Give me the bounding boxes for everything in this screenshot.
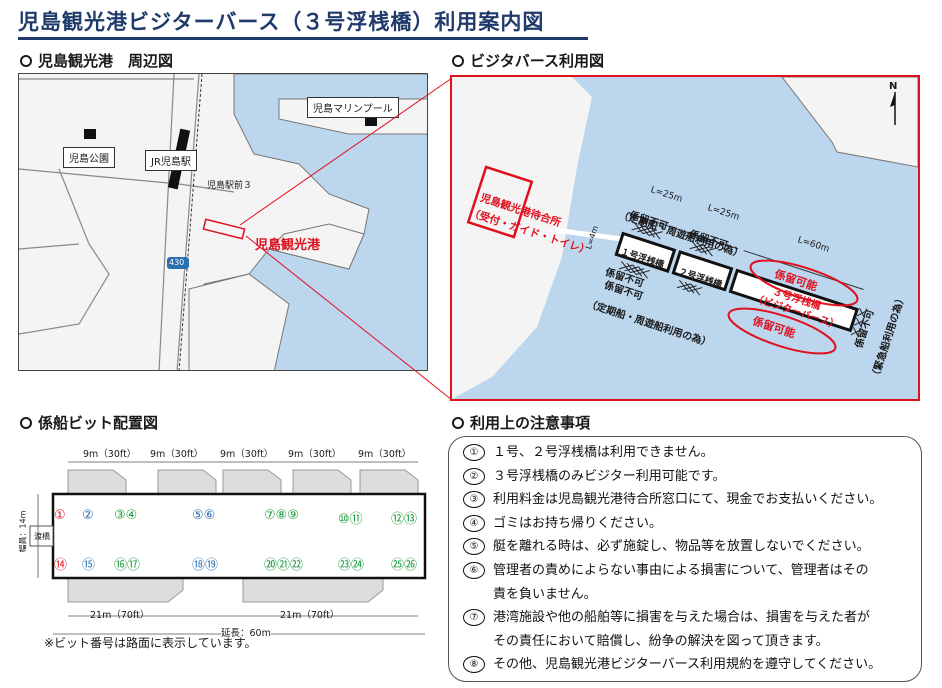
bitt-map: 9m（30ft） 9m（30ft） 9m（30ft） 9m（30ft） 9m（3… xyxy=(8,438,438,650)
note-number: ⑦ xyxy=(463,609,485,627)
notes-heading: 利用上の注意事項 xyxy=(452,412,590,433)
note-continuation: その責任において賠償し、紛争の解決を図って頂きます。 xyxy=(493,633,829,649)
berth-map-heading: ビジタバース利用図 xyxy=(452,50,604,71)
spacing-label: 9m（30ft） xyxy=(288,449,342,460)
circle-bullet-icon xyxy=(452,55,464,67)
north-indicator: N xyxy=(889,81,898,92)
bitt-number: ⑳㉑㉒ xyxy=(264,558,304,573)
berth-map: N 児島観光港待合所 （受付・ガイド・トイレ） L=25m L=25m L=60… xyxy=(450,75,920,401)
circle-bullet-icon xyxy=(20,55,32,67)
bitt-number: ㉕㉖ xyxy=(391,558,418,573)
total-length: 延長：60m xyxy=(221,625,271,639)
bitt-number: ⑯⑰ xyxy=(114,558,141,573)
route-430-sign: 430 xyxy=(169,258,185,267)
bitt-number: ⑩⑪ xyxy=(338,512,363,527)
note-item: ① １号、２号浮桟橋は利用できません。 xyxy=(463,441,921,465)
area-map-heading: 児島観光港 周辺図 xyxy=(20,50,173,71)
note-item: ② ３号浮桟橋のみビジター利用可能です。 xyxy=(463,465,921,489)
title-underline xyxy=(18,37,588,40)
note-number: ③ xyxy=(463,491,485,509)
berth-map-drawing xyxy=(452,77,918,399)
bitt-number: ② xyxy=(82,508,94,523)
bitt-number: ⑮ xyxy=(82,558,96,573)
note-number: ① xyxy=(463,444,485,461)
boat-length-right: 21m（70ft） xyxy=(280,610,340,621)
note-text: 港湾施設や他の船舶等に損害を与えた場合は、損害を与えた者が xyxy=(493,610,871,626)
area-map-drawing xyxy=(19,74,427,370)
note-text: その他、児島観光港ビジターバース利用規約を遵守してください。 xyxy=(493,657,882,673)
note-number: ⑤ xyxy=(463,538,485,556)
bitt-footnote: ※ビット番号は路面に表示しています。 xyxy=(44,636,257,650)
note-number: ④ xyxy=(463,514,485,532)
bitt-number: ① xyxy=(54,508,66,523)
note-text: ゴミはお持ち帰りください。 xyxy=(493,515,663,531)
note-number: ② xyxy=(463,467,485,485)
note-item: ⑥ 管理者の責めによらない事由による損害について、管理者はその xyxy=(463,559,921,583)
note-item: ③ 利用料金は児島観光港待合所窓口にて、現金でお支払いください。 xyxy=(463,488,921,512)
note-text: 艇を離れる時は、必ず施錠し、物品等を放置しないでください。 xyxy=(493,539,870,555)
bitt-number: ⑦⑧⑨ xyxy=(264,508,299,523)
note-text: 利用料金は児島観光港待合所窓口にて、現金でお支払いください。 xyxy=(493,492,883,508)
notes-heading-text: 利用上の注意事項 xyxy=(470,414,591,432)
note-text: ３号浮桟橋のみビジター利用可能です。 xyxy=(493,468,726,484)
notes-box: ① １号、２号浮桟橋は利用できません。 ② ３号浮桟橋のみビジター利用可能です。 ③… xyxy=(448,436,922,682)
bitt-number: ⑭ xyxy=(54,558,68,573)
kojima-marine-pool-label: 児島マリンプール xyxy=(307,97,399,118)
bitt-number: ⑤⑥ xyxy=(192,508,216,523)
bitt-number: ㉓㉔ xyxy=(338,558,365,573)
bitt-number: ③④ xyxy=(114,508,138,523)
bitt-map-heading-text: 係船ビット配置図 xyxy=(38,414,159,432)
kojima-park-label: 児島公園 xyxy=(63,147,115,168)
bitt-map-drawing xyxy=(29,461,427,635)
page-title: 児島観光港ビジターバース（３号浮桟橋）利用案内図 xyxy=(18,10,545,34)
spacing-label: 9m（30ft） xyxy=(358,449,412,460)
note-number: ⑧ xyxy=(463,656,485,674)
circle-bullet-icon xyxy=(452,417,464,429)
note-continuation: 責を負いません。 xyxy=(493,586,597,602)
boat-length-left: 21m（70ft） xyxy=(90,610,150,621)
note-item: ⑤ 艇を離れる時は、必ず施錠し、物品等を放置しないでください。 xyxy=(463,535,921,559)
jr-kojima-station-label: JR児島駅 xyxy=(145,150,197,171)
note-item: ④ ゴミはお持ち帰りください。 xyxy=(463,512,921,536)
note-item: ⑦ 港湾施設や他の船舶等に損害を与えた場合は、損害を与えた者が xyxy=(463,606,921,630)
note-text: １号、２号浮桟橋は利用できません。 xyxy=(493,445,714,460)
note-number: ⑥ xyxy=(463,561,485,579)
gangway-label: 渡橋 xyxy=(34,532,50,541)
bitt-number: ⑫⑬ xyxy=(391,512,418,527)
station-front-label: 児島駅前３ xyxy=(207,181,253,191)
spacing-label: 9m（30ft） xyxy=(220,449,274,460)
note-text: 管理者の責めによらない事由による損害について、管理者はその xyxy=(493,562,869,578)
area-map-heading-text: 児島観光港 周辺図 xyxy=(38,52,174,70)
circle-bullet-icon xyxy=(20,417,32,429)
bitt-map-heading: 係船ビット配置図 xyxy=(20,412,158,433)
berth-map-heading-text: ビジタバース利用図 xyxy=(470,52,604,70)
area-map: 児島マリンプール 児島公園 JR児島駅 児島駅前３ 児島観光港 430 xyxy=(18,73,428,371)
width-label: 幅員：14m xyxy=(18,510,28,553)
kojima-port-label: 児島観光港 xyxy=(255,238,321,253)
spacing-label: 9m（30ft） xyxy=(150,449,204,460)
note-item: ⑧ その他、児島観光港ビジターバース利用規約を遵守してください。 xyxy=(463,653,921,677)
bitt-number: ⑱⑲ xyxy=(192,558,219,573)
spacing-label: 9m（30ft） xyxy=(83,449,137,460)
